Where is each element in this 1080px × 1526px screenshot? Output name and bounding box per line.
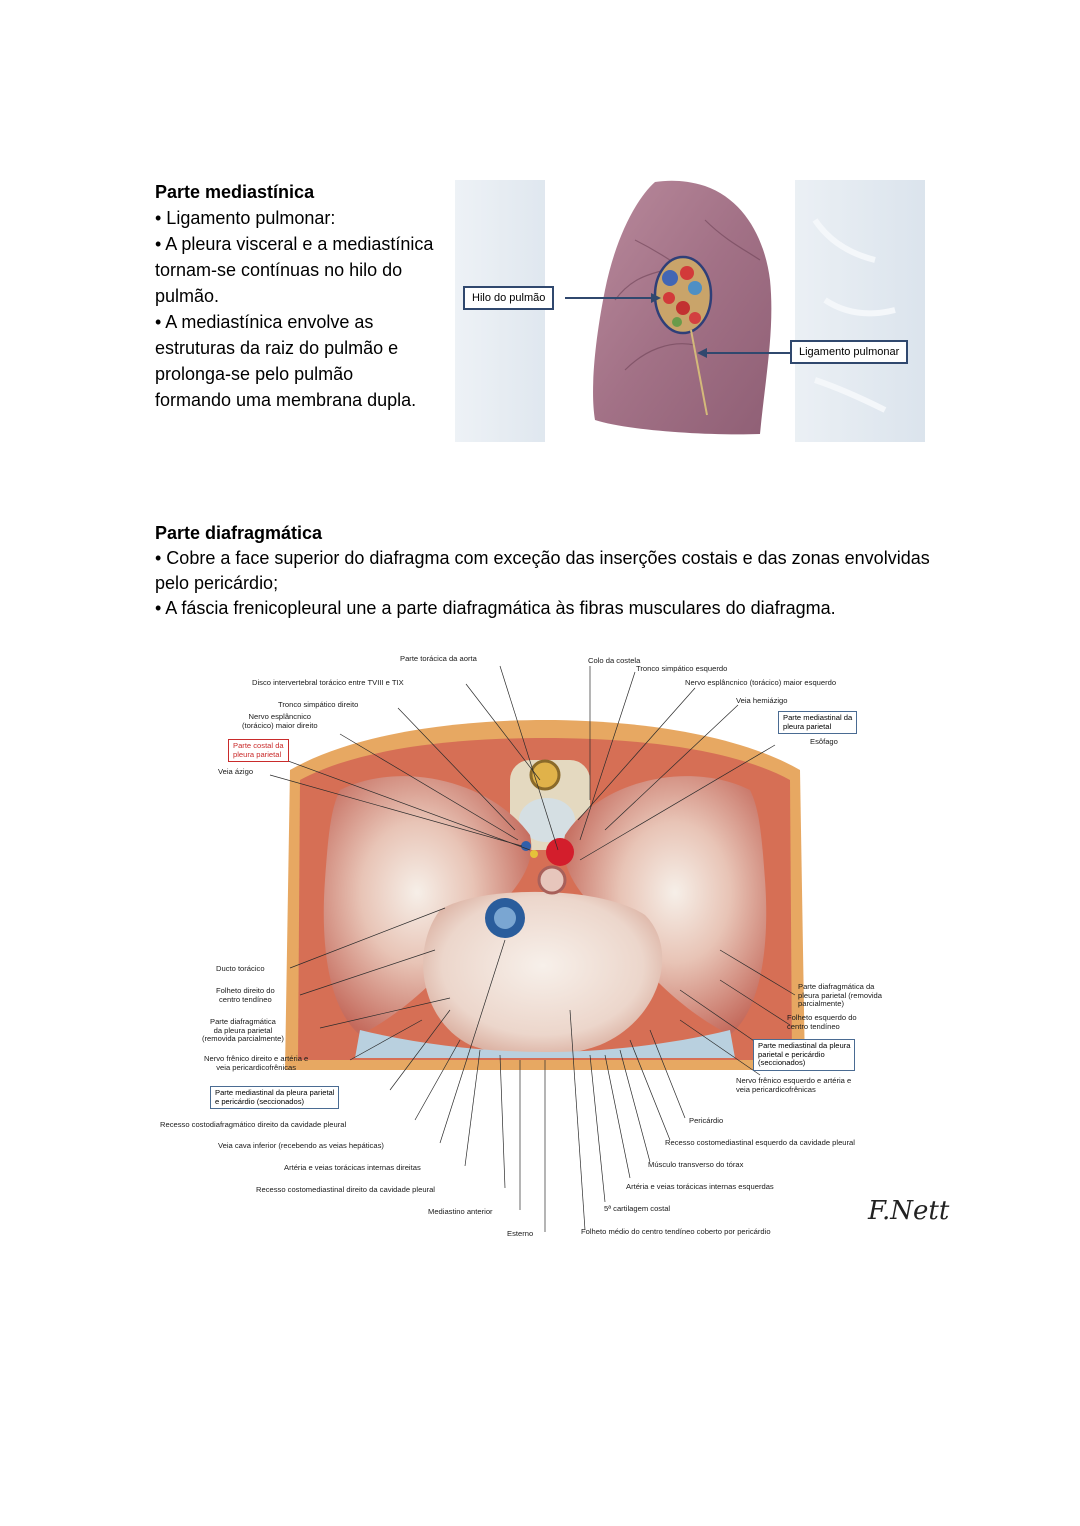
- artist-signature: F.Nett: [868, 1196, 950, 1226]
- label-line: parcialmente): [798, 999, 845, 1009]
- label-diaf-dir: Parte diafragmática da pleura parietal (…: [202, 1017, 284, 1044]
- label-simp-dir: Tronco simpático direito: [278, 700, 359, 709]
- lung-illustration: Hilo do pulmão Ligamento pulmonar: [455, 180, 935, 442]
- label-line: parietal e pericárdio: [758, 1049, 825, 1059]
- label-disco: Disco intervertebral torácico entre TVII…: [252, 678, 404, 687]
- label-line: Nervo frênico direito e artéria e: [204, 1054, 309, 1063]
- text-line: • A mediastínica envolve as: [155, 312, 374, 332]
- box-costal: Parte costal da pleura parietal: [228, 739, 289, 763]
- text-line: • Cobre a face superior do diafragma com…: [155, 548, 930, 568]
- label-line: veia pericardicofrênicas: [216, 1062, 297, 1072]
- text-line: formando uma membrana dupla.: [155, 390, 417, 410]
- label-simp-esq: Tronco simpático esquerdo: [636, 664, 728, 673]
- callout-hilo: Hilo do pulmão: [463, 286, 555, 310]
- label-recesso-cm-dir: Recesso costomediastinal direito da cavi…: [256, 1185, 435, 1194]
- label-line: Parte diafragmática da: [798, 982, 875, 991]
- label-line: pleura parietal: [783, 721, 832, 731]
- section-diafragmatica: Parte diafragmática • Cobre a face super…: [155, 521, 945, 621]
- label-line: (removida parcialmente): [202, 1034, 284, 1044]
- label-folheto-esq: Folheto esquerdo do centro tendíneo: [787, 1013, 857, 1031]
- label-espl-dir: Nervo esplâncnico (torácico) maior direi…: [242, 712, 318, 730]
- label-line: Parte mediastinal da: [783, 713, 853, 722]
- label-line: pleura parietal (removida: [798, 990, 882, 1000]
- text-line: pulmão.: [155, 286, 220, 306]
- text-line: • Ligamento pulmonar:: [155, 208, 336, 228]
- diaphragm-drawing: [269, 665, 805, 1232]
- label-recesso-cm-esq: Recesso costomediastinal esquerdo da cav…: [665, 1138, 855, 1147]
- label-line: Folheto direito do: [216, 986, 275, 995]
- text-line: estruturas da raiz do pulmão e: [155, 338, 399, 358]
- label-frenico-dir: Nervo frênico direito e artéria e veia p…: [204, 1054, 309, 1072]
- label-musculo: Músculo transverso do tórax: [648, 1160, 744, 1169]
- label-line: e pericárdio (seccionados): [215, 1096, 305, 1106]
- label-line: veia pericardicofrênicas: [736, 1084, 816, 1094]
- label-esterno: Esterno: [507, 1229, 534, 1238]
- box-mediastinal-superior: Parte mediastinal da pleura parietal: [778, 711, 858, 735]
- text-line: pelo pericárdio;: [155, 573, 279, 593]
- label-line: Parte diafragmática: [210, 1017, 276, 1026]
- text-line: prolonga-se pelo pulmão: [155, 364, 354, 384]
- label-line: Nervo frênico esquerdo e artéria e: [736, 1076, 852, 1085]
- label-aorta: Parte torácica da aorta: [400, 654, 477, 663]
- label-hemiazigo: Veia hemiázigo: [736, 696, 788, 705]
- label-line: centro tendíneo: [787, 1021, 840, 1031]
- section-heading: Parte mediastínica: [155, 182, 315, 202]
- box-mediastinal-esquerda: Parte mediastinal da pleura parietal e p…: [753, 1039, 856, 1071]
- label-frenico-esq: Nervo frênico esquerdo e artéria e veia …: [736, 1076, 852, 1094]
- label-colo: Colo da costela: [588, 656, 641, 665]
- label-line: Parte costal da: [233, 741, 284, 750]
- label-line: centro tendíneo: [218, 994, 272, 1004]
- label-mediastino: Mediastino anterior: [428, 1207, 493, 1216]
- label-line: da pleura parietal: [213, 1025, 273, 1035]
- label-line: (torácico) maior direito: [242, 720, 318, 730]
- text-line: • A fáscia frenicopleural une a parte di…: [155, 598, 836, 618]
- label-toracicas-esq: Artéria e veias torácicas internas esque…: [626, 1182, 774, 1191]
- label-line: Parte mediastinal da pleura: [758, 1041, 851, 1050]
- label-line: pleura parietal: [233, 749, 282, 759]
- label-line: Folheto esquerdo do: [787, 1013, 857, 1022]
- lung-drawing: [455, 180, 925, 442]
- label-recesso-costodiaf: Recesso costodiafragmático direito da ca…: [160, 1120, 347, 1129]
- box-mediastinal-direita: Parte mediastinal da pleura parietal e p…: [210, 1086, 340, 1110]
- label-azigo: Veia ázigo: [218, 767, 254, 776]
- label-toracicas-dir: Artéria e veias torácicas internas direi…: [284, 1163, 421, 1172]
- label-espl-esq: Nervo esplâncnico (torácico) maior esque…: [685, 678, 837, 687]
- text-line: • A pleura visceral e a mediastínica: [155, 234, 434, 254]
- label-folheto-dir: Folheto direito do centro tendíneo: [216, 986, 275, 1004]
- label-esofago: Esôfago: [810, 737, 838, 746]
- diaphragm-illustration: Parte torácica da aorta Colo da costela …: [160, 650, 949, 1248]
- label-line: Nervo esplâncnico: [248, 712, 312, 721]
- label-ducto: Ducto torácico: [216, 964, 265, 973]
- label-cava: Veia cava inferior (recebendo as veias h…: [218, 1141, 384, 1150]
- callout-ligamento: Ligamento pulmonar: [790, 340, 909, 364]
- label-line: Parte mediastinal da pleura parietal: [215, 1088, 335, 1097]
- label-diaf-esq: Parte diafragmática da pleura parietal (…: [798, 982, 882, 1009]
- label-folheto-medio: Folheto médio do centro tendíneo coberto…: [581, 1227, 771, 1236]
- section-heading: Parte diafragmática: [155, 523, 323, 543]
- label-line: (seccionados): [758, 1058, 806, 1068]
- text-line: tornam-se contínuas no hilo do: [155, 260, 403, 280]
- label-cartilagem: 5ª cartilagem costal: [604, 1204, 671, 1213]
- section-mediastinica: Parte mediastínica • Ligamento pulmonar:…: [155, 179, 455, 413]
- label-pericardio: Pericárdio: [689, 1116, 724, 1125]
